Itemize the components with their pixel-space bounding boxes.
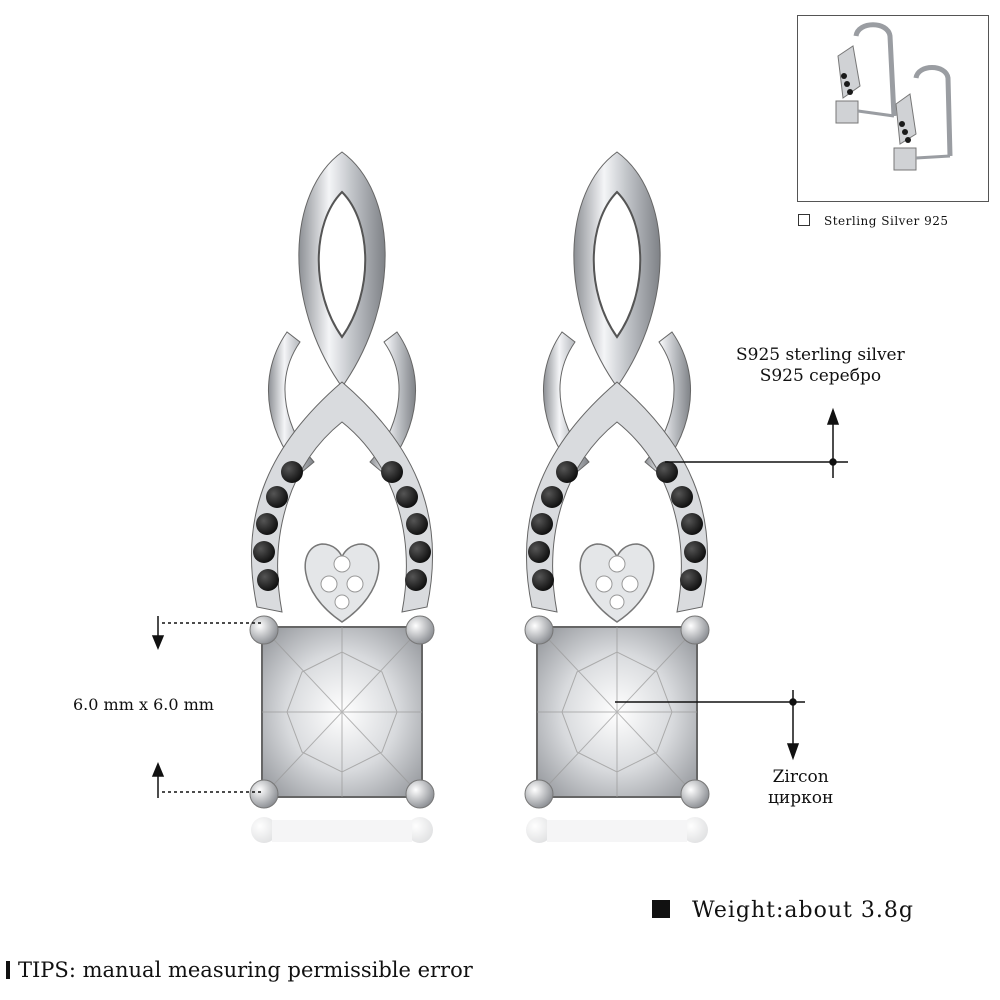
inset-caption: Sterling Silver 925 (798, 214, 949, 228)
tips-text: TIPS: manual measuring permissible error (18, 958, 473, 982)
size-label: 6.0 mm x 6.0 mm (73, 695, 214, 714)
silver-label-ru: S925 серебро (759, 366, 882, 386)
earring-right (524, 151, 710, 844)
size-dimension-lines (151, 616, 262, 798)
earring-left (249, 151, 435, 844)
bar-bullet-icon (6, 961, 10, 979)
side-view-inset (797, 15, 989, 202)
silver-annotation: S925 sterling silver S925 серебро (736, 345, 905, 387)
weight-text: Weight:about 3.8g (692, 898, 914, 923)
zircon-label-ru: циркон (768, 788, 834, 808)
side-view-earrings-image (835, 22, 953, 171)
zircon-annotation: Zircon циркон (768, 767, 833, 809)
tips-info: TIPS: manual measuring permissible error (6, 958, 473, 982)
zircon-label-en: Zircon (772, 767, 829, 787)
checkbox-square-icon (798, 214, 810, 226)
silver-label-en: S925 sterling silver (736, 345, 905, 365)
silver-callout-line (665, 407, 848, 478)
zircon-callout-line (615, 690, 805, 761)
weight-info: Weight:about 3.8g (652, 898, 914, 923)
inset-caption-text: Sterling Silver 925 (824, 214, 949, 228)
black-square-bullet-icon (652, 900, 670, 918)
